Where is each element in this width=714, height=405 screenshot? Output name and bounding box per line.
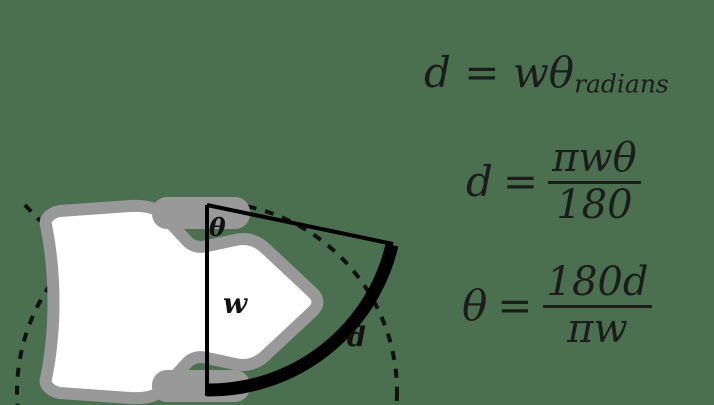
label-theta: θ xyxy=(209,213,226,242)
wheel-top xyxy=(152,197,250,229)
angle-ray-line xyxy=(206,203,394,246)
distance-arc xyxy=(206,243,399,397)
label-w: w xyxy=(223,287,248,320)
turning-circle-dashed xyxy=(15,200,399,405)
label-d: d xyxy=(347,322,366,353)
robot-body xyxy=(39,199,324,405)
